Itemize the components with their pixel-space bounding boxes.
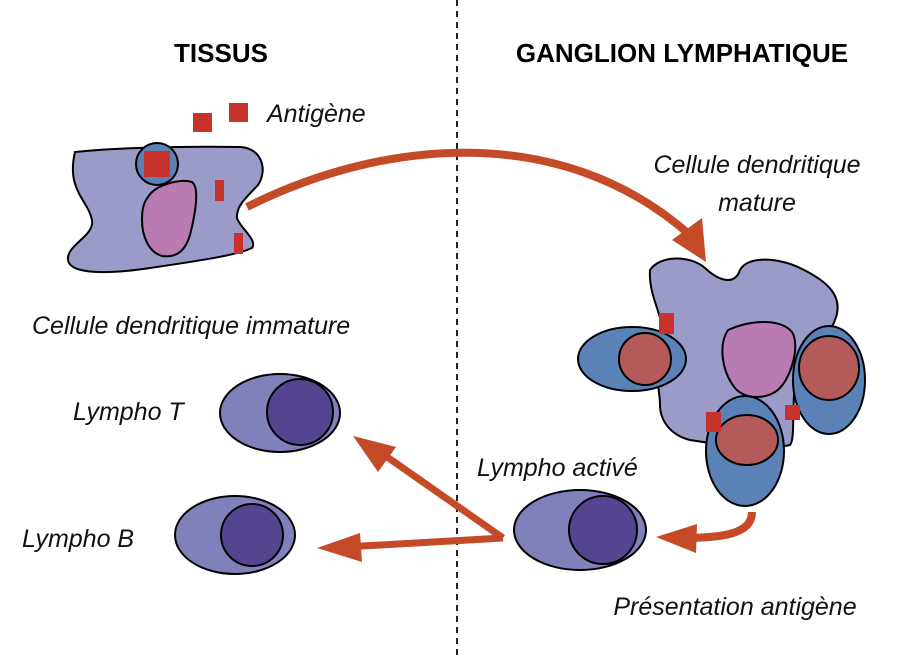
label-mature-dc-line1: Cellule dendritique xyxy=(653,151,860,179)
antigen-square xyxy=(785,405,800,420)
lymphocyte-nucleus xyxy=(715,414,779,466)
arrow-head xyxy=(672,218,706,262)
nucleus xyxy=(721,321,797,398)
label-lympho-b: Lympho B xyxy=(22,525,134,553)
arrow-head xyxy=(656,524,697,553)
lymphocyte-nucleus xyxy=(798,335,860,401)
lymphocyte-nucleus xyxy=(568,495,638,565)
label-immature-dc: Cellule dendritique immature xyxy=(32,312,350,340)
arrow-to-lympho-b xyxy=(344,534,504,551)
antigen-square xyxy=(229,103,248,122)
antigen-square xyxy=(144,151,170,177)
antigen-square xyxy=(659,313,674,334)
antigen-square xyxy=(706,412,721,432)
arrow-head xyxy=(353,436,396,472)
label-lympho-active: Lympho activé xyxy=(477,454,638,482)
lymphocyte-nucleus xyxy=(618,332,672,386)
lymphocyte-nucleus xyxy=(220,503,284,567)
nucleus xyxy=(140,179,198,258)
arrow-to-lympho-t xyxy=(377,449,506,541)
migration-arrow xyxy=(245,148,693,238)
immature-dendritic-cell xyxy=(67,142,264,274)
antigen-square xyxy=(234,233,243,254)
mature-dendritic-cell xyxy=(577,257,866,507)
label-antigen: Antigène xyxy=(265,100,366,128)
label-mature-dc-line2: mature xyxy=(718,189,796,217)
antigen-square xyxy=(215,180,224,201)
header-ganglion: GANGLION LYMPHATIQUE xyxy=(516,38,848,68)
label-lympho-t: Lympho T xyxy=(73,398,185,426)
label-antigen-presentation: Présentation antigène xyxy=(613,593,856,621)
arrow-head xyxy=(317,533,362,562)
header-tissus: TISSUS xyxy=(174,38,268,68)
lymphocyte-nucleus xyxy=(266,378,334,446)
antigen-square xyxy=(193,113,212,132)
